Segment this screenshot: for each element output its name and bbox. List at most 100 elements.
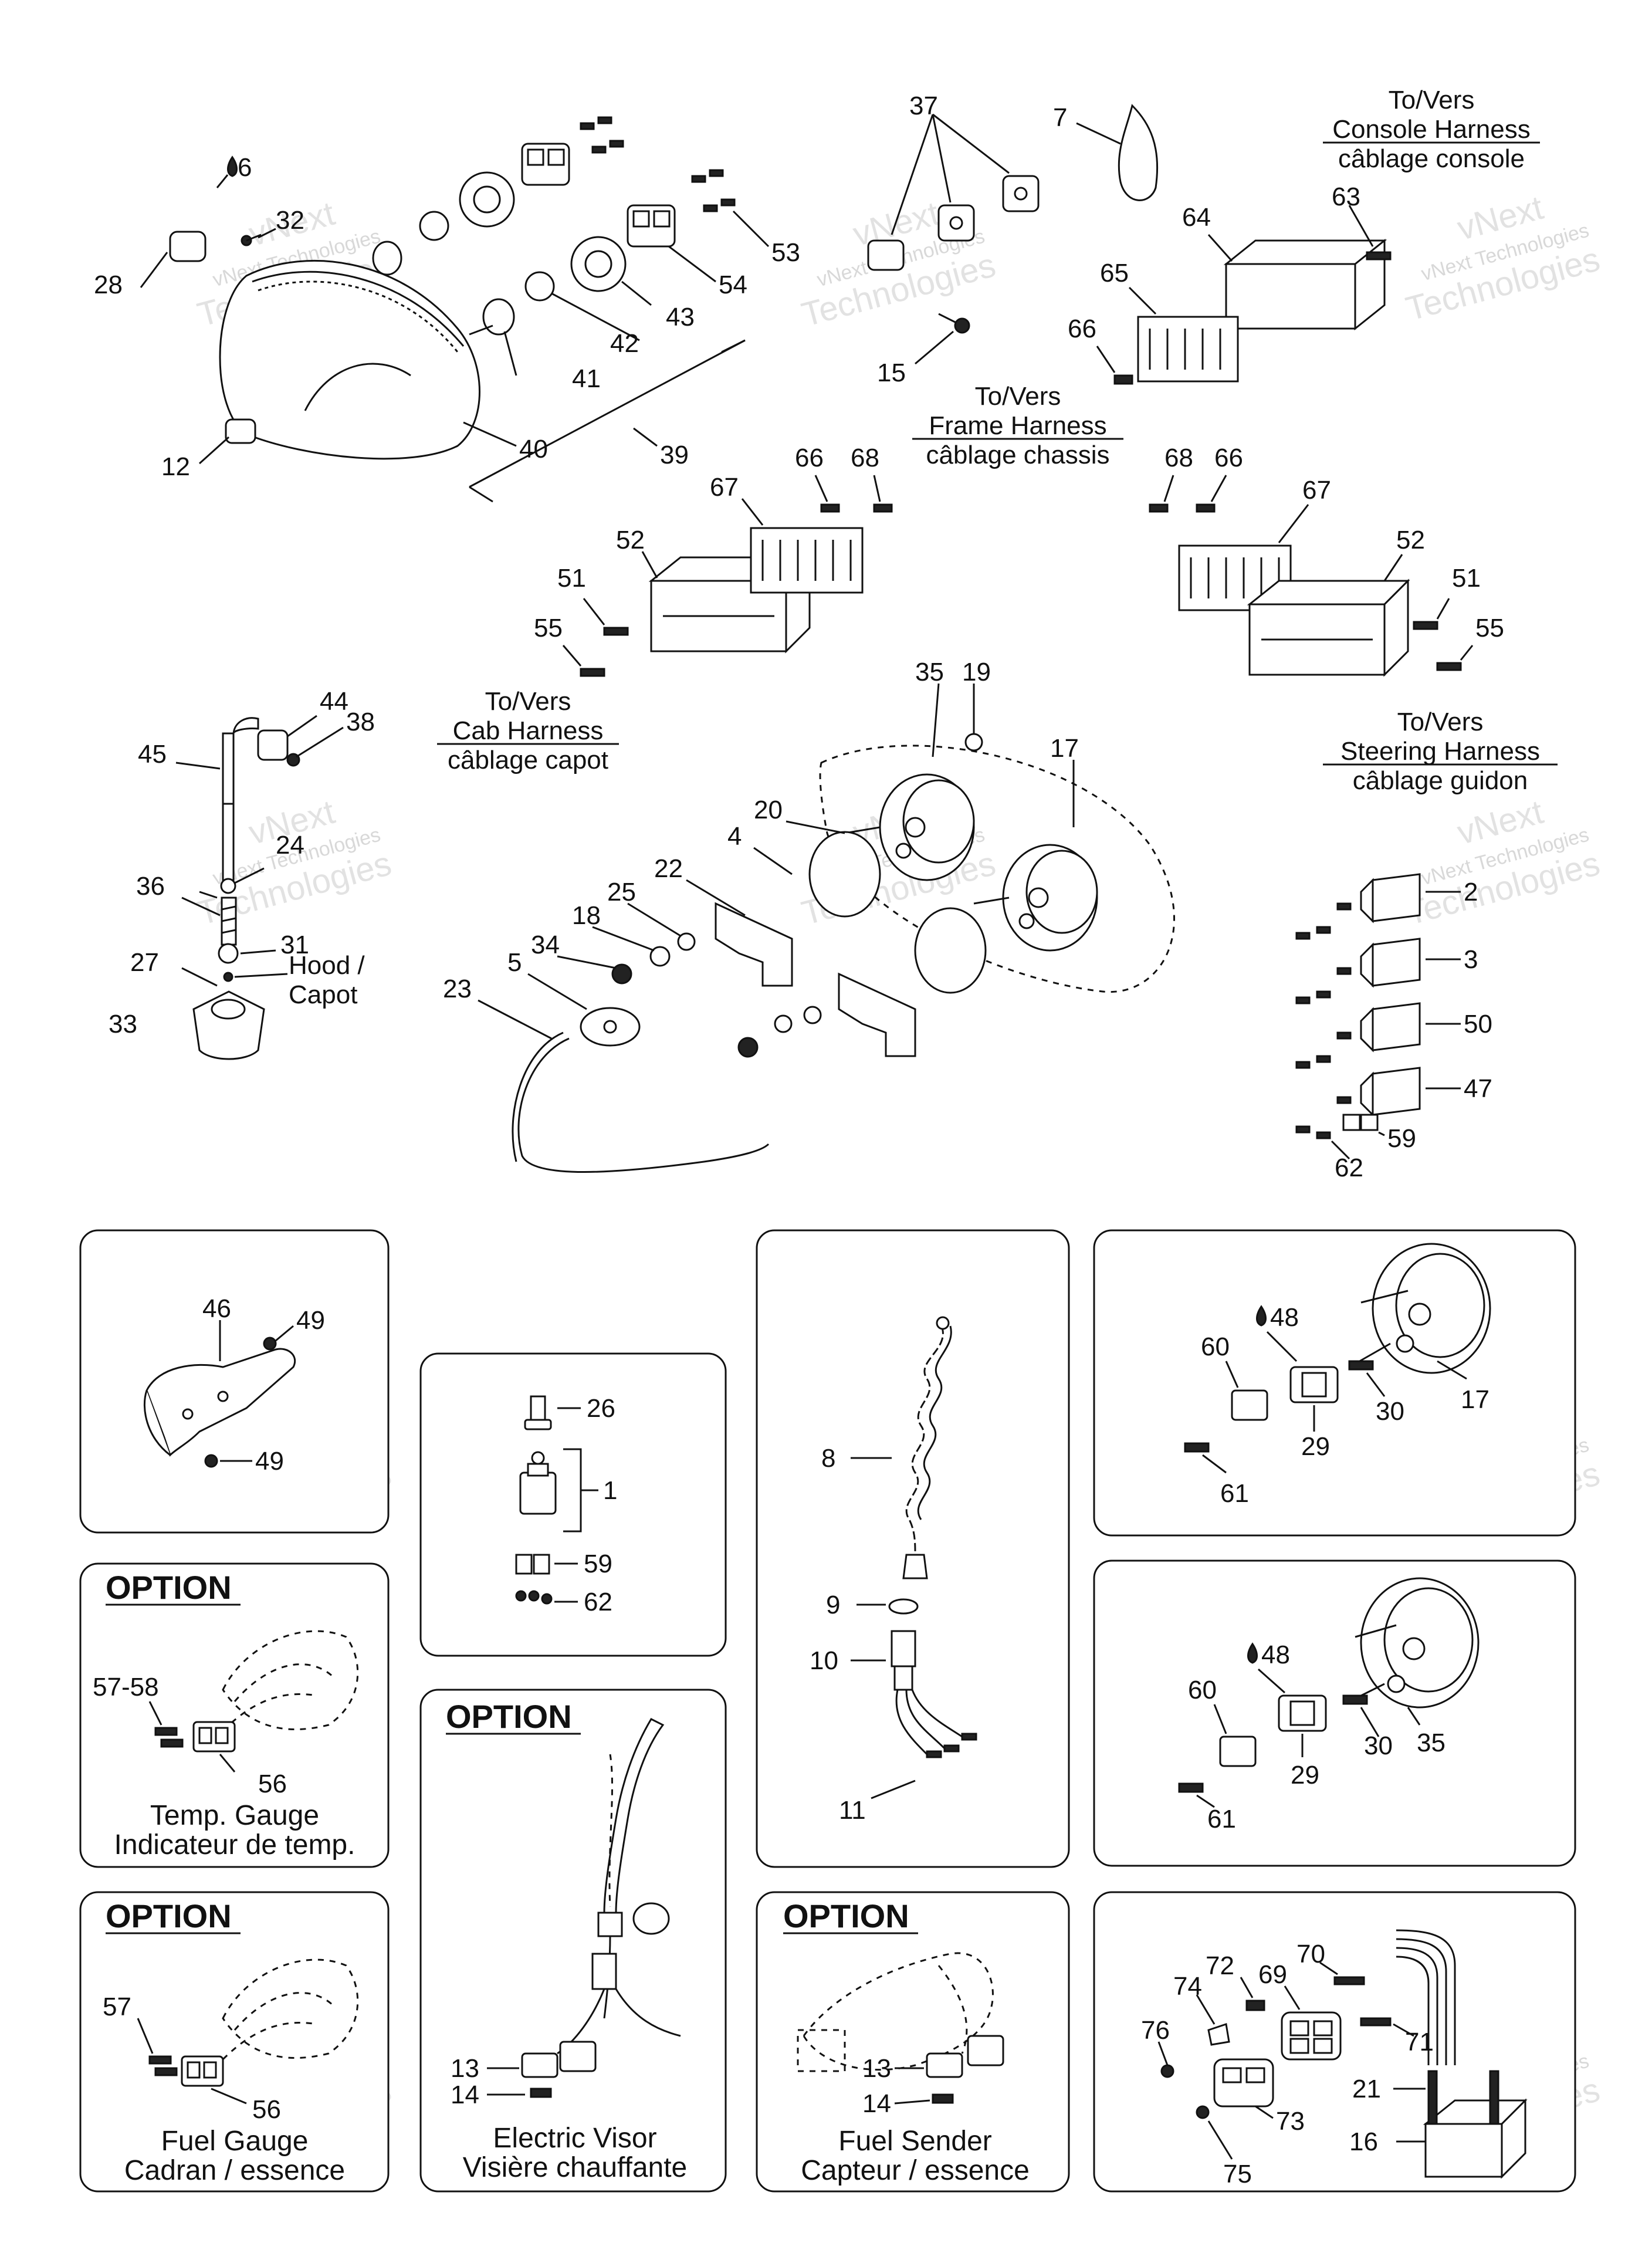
washer-25: [677, 932, 696, 951]
callout-66-cab: 66: [795, 444, 824, 472]
harness-label-cab-line2: Cab Harness: [453, 716, 604, 745]
callout-52-cab: 52: [616, 526, 645, 554]
terminal-30: [1348, 1360, 1374, 1371]
harness-label-console-line3: câblage console: [1338, 144, 1525, 173]
callout-10: 10: [810, 1646, 838, 1675]
option-temp-title: OPTION: [106, 1569, 232, 1606]
terminal-66-cab: [820, 503, 840, 513]
callout-16: 16: [1349, 2127, 1378, 2156]
callout-41: 41: [572, 364, 601, 393]
screw-49b: [204, 1454, 218, 1468]
oring-4: [914, 907, 987, 994]
callout-33: 33: [109, 1010, 137, 1038]
fuel-sender-dotted: [803, 1952, 994, 2071]
harness-label-cab-line3: câblage capot: [448, 746, 608, 774]
terminal-55-cab: [580, 668, 605, 677]
callout-40: 40: [519, 435, 548, 464]
temp-gauge-caption-line1: Temp. Gauge: [150, 1800, 319, 1831]
screw-15: [954, 317, 970, 334]
harness-label-cab: To/Vers Cab Harness câblage capot: [437, 687, 619, 774]
fuel-gauge-caption-line1: Fuel Gauge: [161, 2126, 309, 2157]
panel-relay: [1093, 1891, 1576, 2193]
callout-60b: 60: [1188, 1676, 1217, 1704]
callout-42: 42: [610, 329, 639, 358]
callout-23: 23: [443, 975, 472, 1003]
connector-67-cab: [750, 527, 864, 594]
callout-29a: 29: [1301, 1432, 1330, 1461]
callout-36: 36: [136, 872, 165, 901]
callout-9: 9: [826, 1591, 840, 1619]
panel-fuel-sender: OPTION Fuel Sender Capteur / essence: [756, 1891, 1070, 2193]
panel-fuel-gauge: OPTION Fuel Gauge Cadran / essence: [79, 1891, 390, 2193]
callout-68-steer: 68: [1164, 444, 1193, 472]
callout-72: 72: [1206, 1951, 1234, 1980]
terminal-51-steer: [1413, 621, 1438, 630]
relay-wires: [1396, 1929, 1456, 2065]
callout-75: 75: [1223, 2160, 1252, 2188]
callout-14a: 14: [451, 2081, 479, 2109]
terminal-66: [1113, 374, 1133, 385]
callout-74: 74: [1173, 1972, 1202, 2001]
callout-20: 20: [754, 796, 783, 824]
lock-washer-18: [649, 946, 671, 967]
panel-gauge-17: [1093, 1229, 1576, 1537]
harness-label-steering-line2: Steering Harness: [1340, 737, 1540, 766]
hood-assembly: [175, 715, 344, 1060]
loctite-drop-48b: [1247, 1642, 1258, 1664]
connector-60: [1231, 1389, 1268, 1421]
callout-48b: 48: [1261, 1640, 1290, 1669]
callout-13b: 13: [862, 2054, 891, 2083]
callout-22: 22: [654, 854, 683, 883]
callout-29b: 29: [1291, 1761, 1319, 1789]
callout-25: 25: [607, 878, 636, 906]
hood-label-line1: Hood /: [289, 951, 365, 980]
connector-47: [1372, 1067, 1421, 1116]
harness-label-cab-line1: To/Vers: [485, 687, 571, 716]
callout-4: 4: [727, 822, 742, 851]
callout-69: 69: [1258, 1960, 1287, 1989]
gauge-cluster-assembly: [478, 683, 1175, 1173]
bracket-39: [469, 339, 746, 488]
connector-housing-64: [1225, 263, 1356, 330]
terminal-70: [1333, 1976, 1365, 1985]
clip-27: [223, 972, 233, 982]
harness-label-console-line2: Console Harness: [1332, 115, 1531, 144]
panel-electric-visor: OPTION Electric Visor Visière chauffante: [419, 1689, 727, 2193]
connector-2: [1372, 873, 1421, 922]
callout-61a: 61: [1220, 1479, 1249, 1508]
relay-16: [1424, 2123, 1503, 2178]
bracket-22: [715, 902, 793, 987]
callout-21: 21: [1352, 2075, 1381, 2103]
callout-24: 24: [276, 831, 304, 860]
terminals-53: [580, 116, 736, 212]
terminal-68-steer: [1149, 503, 1169, 513]
fuel-gauge-dotted: [222, 1958, 359, 2059]
nut-34: [611, 963, 632, 985]
callout-3: 3: [1464, 945, 1478, 974]
wedge-74: [1207, 2023, 1230, 2046]
tube-45: [222, 717, 259, 881]
callout-51-cab: 51: [557, 564, 586, 593]
callout-27: 27: [130, 948, 159, 977]
harness-label-frame-line1: To/Vers: [975, 382, 1061, 411]
callout-11: 11: [839, 1796, 866, 1825]
bulb-socket-top: [372, 241, 402, 276]
terminal-62a: [515, 1590, 527, 1602]
screw-49a: [263, 1337, 277, 1351]
grommet-44: [257, 729, 289, 761]
harness-label-frame: To/Vers Frame Harness câblage chassis: [912, 382, 1123, 469]
callout-64: 64: [1182, 203, 1211, 232]
callout-19: 19: [962, 658, 991, 686]
panel-temp-gauge: OPTION Temp. Gauge Indicateur de temp.: [79, 1562, 390, 1868]
bulb-41: [482, 298, 515, 336]
callout-51-steer: 51: [1452, 564, 1481, 593]
callout-57-58: 57-58: [93, 1673, 159, 1701]
callout-73: 73: [1276, 2107, 1305, 2136]
small-terminals-column: [1295, 902, 1379, 1139]
harness-label-console: To/Vers Console Harness câblage console: [1323, 86, 1540, 173]
callout-37: 37: [909, 92, 938, 120]
callout-35b: 35: [1417, 1728, 1446, 1757]
terminal-66-steer: [1196, 503, 1216, 513]
callout-2: 2: [1464, 878, 1478, 906]
grommet-19: [964, 733, 983, 752]
